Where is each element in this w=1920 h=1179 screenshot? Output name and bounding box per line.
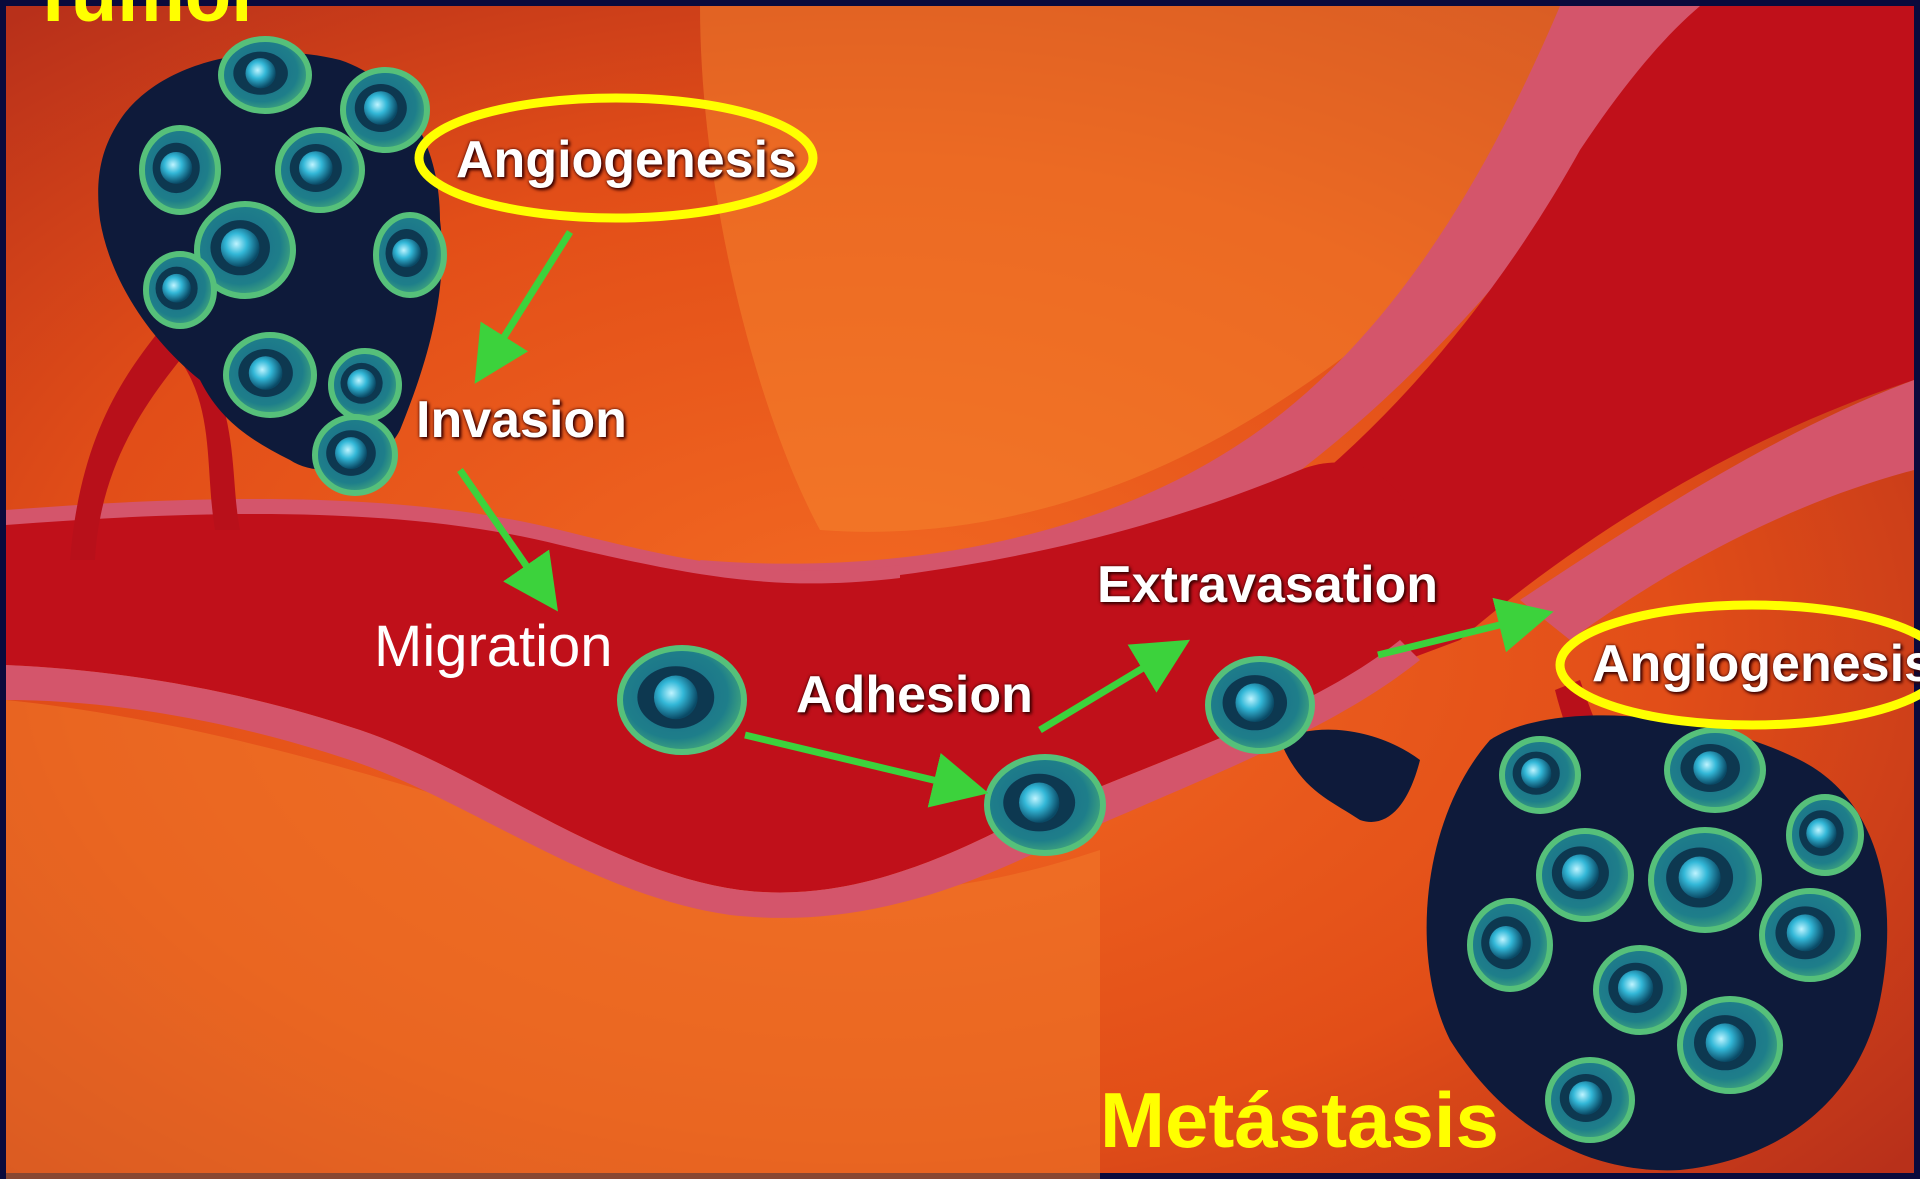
label-extravasation: Extravasation [1097,555,1438,615]
tumor-cell [315,417,395,493]
tumor-cell [1548,1060,1632,1140]
tumor-cell [1667,730,1763,810]
tumor-cell [1539,831,1631,919]
tumor-cell [376,215,444,295]
title-metastasis: Metástasis [1100,1075,1499,1165]
label-angiogenesis-secondary: Angiogenesis [1592,634,1920,694]
tumor-cell [1208,659,1312,751]
tumor-cell [1596,948,1684,1032]
tumor-cell [620,648,744,752]
label-migration: Migration [374,613,613,680]
title-tumor: Tumor [30,0,261,34]
tumor-cell [1680,999,1780,1091]
label-angiogenesis-primary: Angiogenesis [456,130,797,190]
tumor-cell [1651,830,1759,930]
tumor-cell [278,130,362,210]
tumor-cell [1470,901,1550,989]
tumor-cell [226,335,314,415]
tumor-cell [343,70,427,150]
label-invasion: Invasion [416,390,627,450]
tumor-cell [987,757,1103,853]
tumor-cell [221,39,309,111]
label-adhesion: Adhesion [796,665,1033,725]
tumor-cell [1789,797,1861,873]
tumor-cell [1502,739,1578,811]
tumor-cell [331,351,399,419]
tumor-cell [146,254,214,326]
tumor-cell [1762,891,1858,979]
tumor-cell [142,128,218,212]
